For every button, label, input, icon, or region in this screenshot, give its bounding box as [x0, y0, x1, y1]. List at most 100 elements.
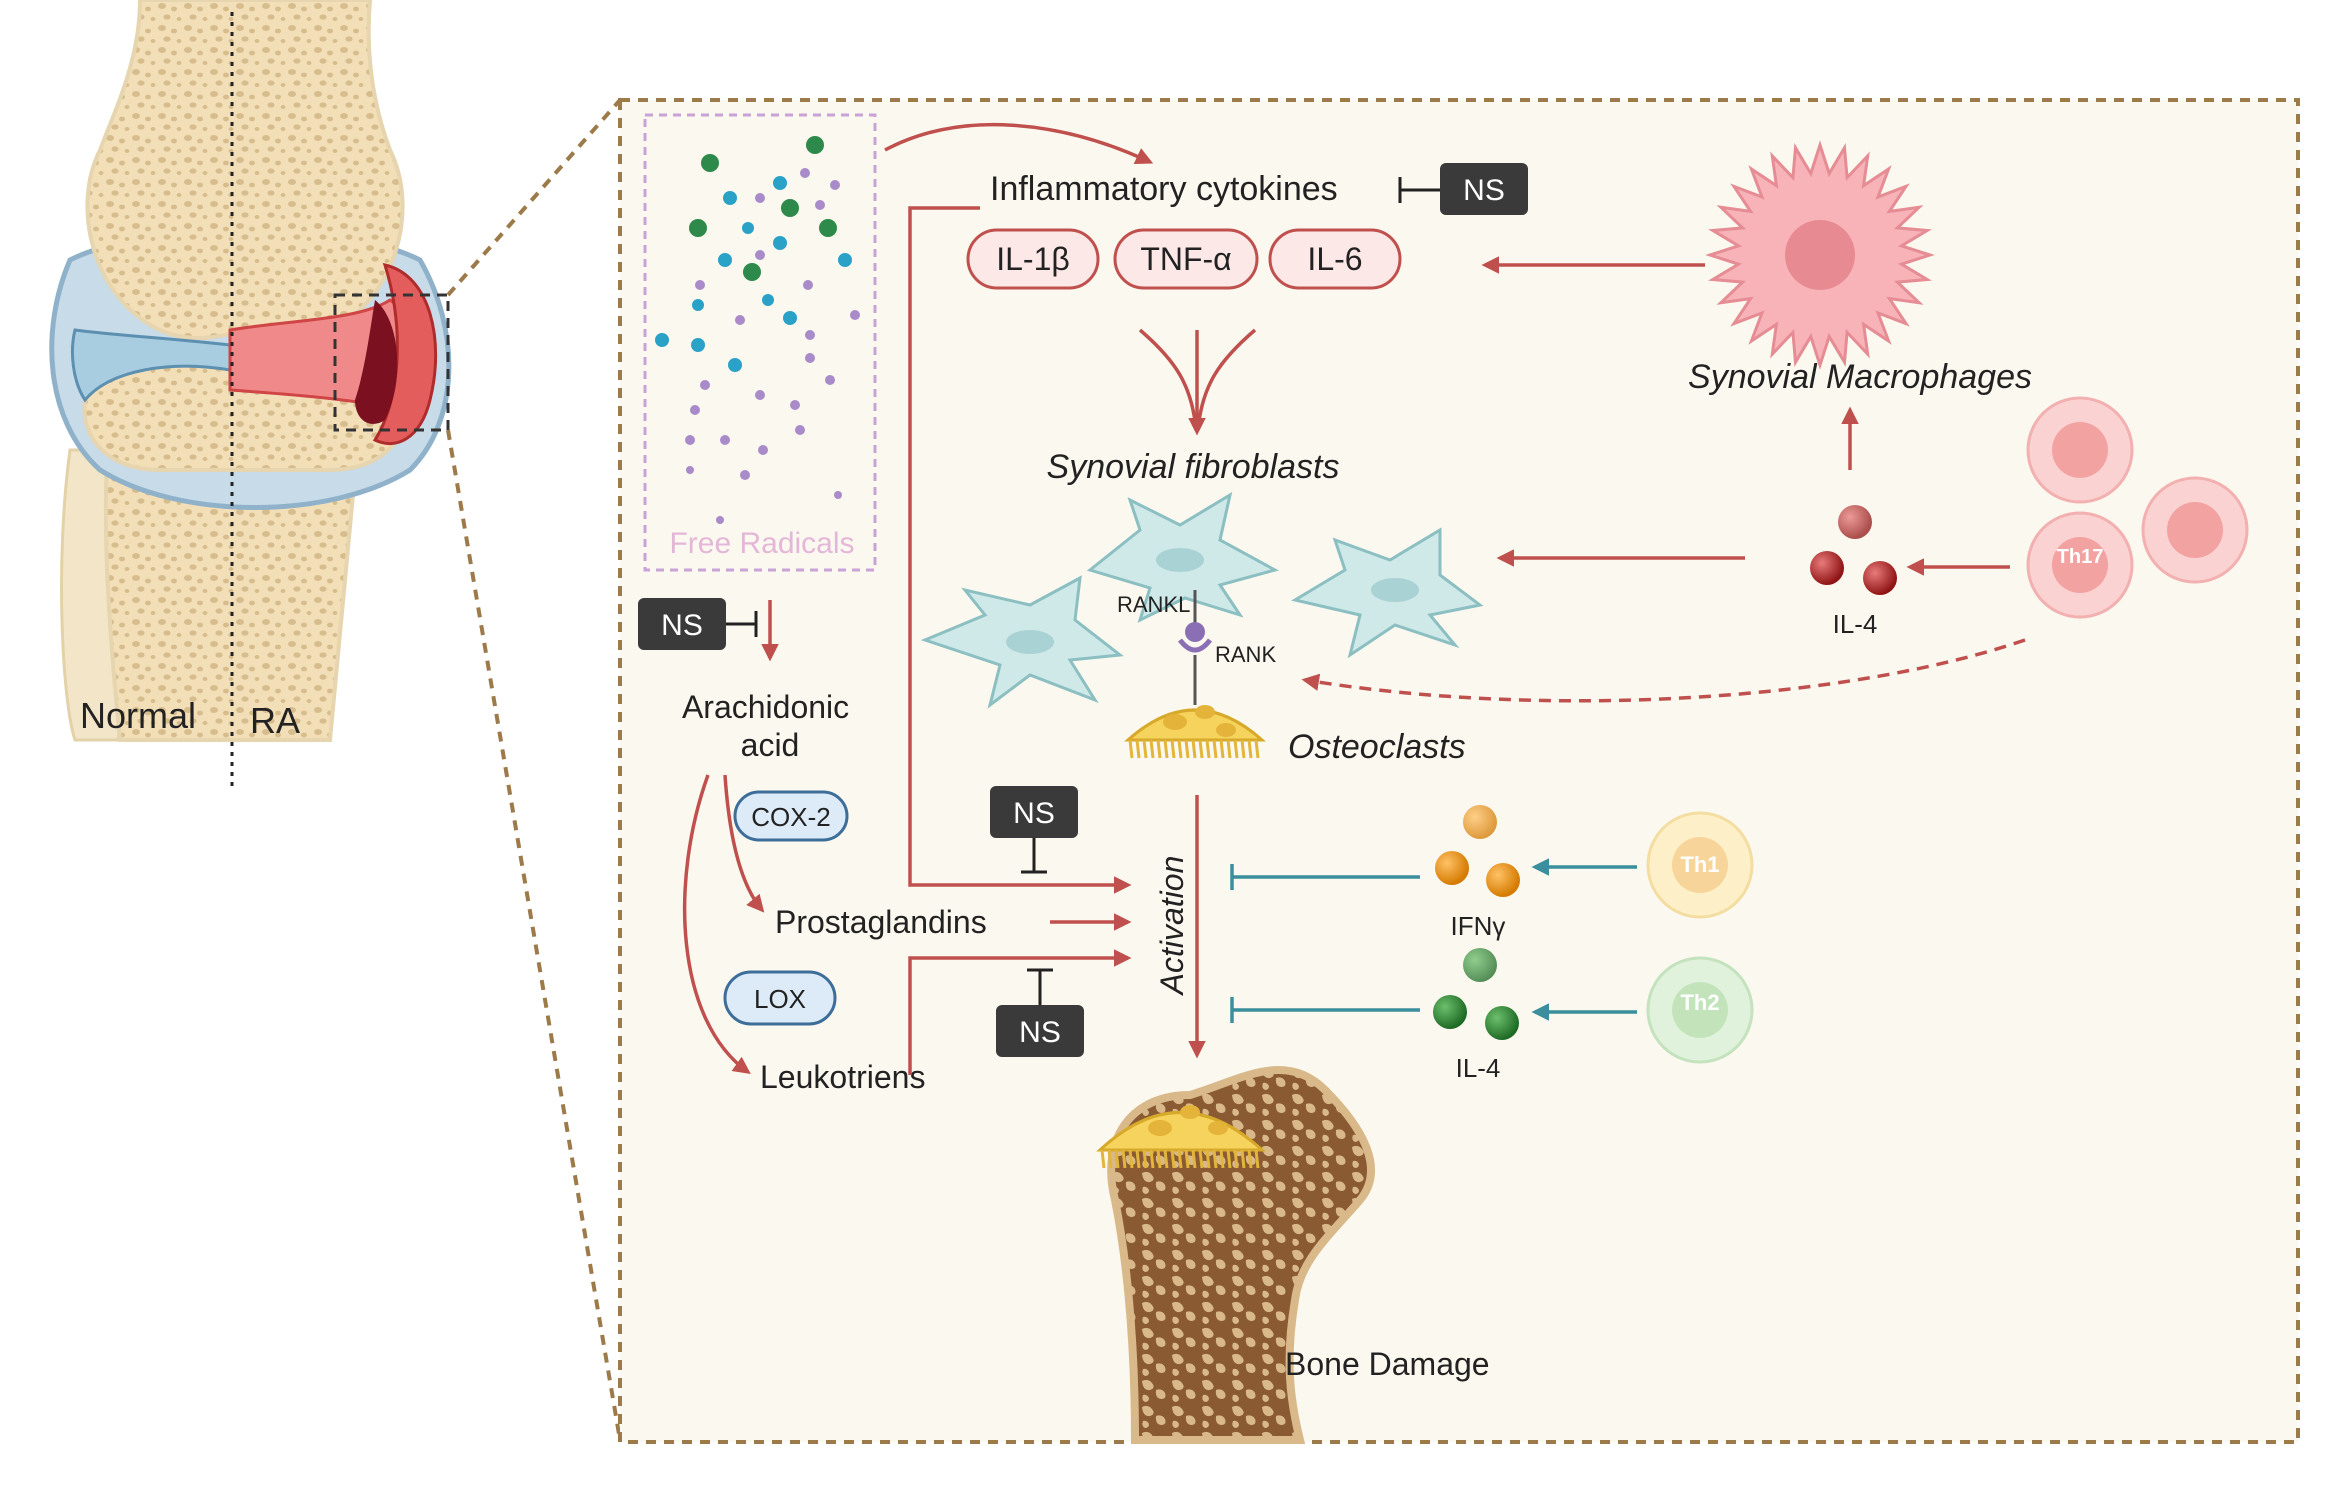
cox2-label: COX-2 [751, 802, 830, 832]
ra-label: RA [250, 700, 300, 741]
ifng-molecules [1435, 805, 1520, 897]
free-radical-dot [689, 219, 707, 237]
osteoclast-ruffle [1205, 1149, 1211, 1169]
th17-label: Th17 [2057, 546, 2104, 568]
arachidonic-acid-label: Arachidonic acid [682, 689, 858, 763]
osteoclast-ruffle [1240, 1149, 1246, 1169]
osteoclast-ruffle [1177, 739, 1183, 759]
osteoclast-ruffle [1233, 1149, 1239, 1169]
ifng-label: IFNγ [1451, 911, 1506, 941]
osteoclast-ruffle [1247, 739, 1253, 759]
prostaglandins-label: Prostaglandins [775, 904, 987, 940]
osteoclast-ruffle [1149, 739, 1155, 759]
bone-damage-label: Bone Damage [1285, 1346, 1490, 1382]
free-radical-dot [758, 445, 768, 455]
free-radical-dot [686, 466, 694, 474]
free-radical-dot [805, 353, 815, 363]
free-radical-dot [755, 193, 765, 203]
free-radical-dot [755, 250, 765, 260]
osteoclast-ruffle [1254, 1149, 1260, 1169]
osteoclast-ruffle [1226, 739, 1232, 759]
osteoclast-ruffle [1163, 739, 1169, 759]
osteoclast-ruffle [1149, 1149, 1155, 1169]
free-radical-dot [790, 400, 800, 410]
osteoclast-ruffle [1156, 1149, 1162, 1169]
osteoclast-ruffle [1198, 739, 1204, 759]
th2-label: Th2 [1680, 990, 1719, 1015]
arrow-aa-to-prostaglandins [723, 774, 765, 913]
free-radical-dot [718, 253, 732, 267]
rankl-label: RANKL [1117, 592, 1190, 617]
osteoclast-ruffle [1107, 1149, 1113, 1169]
free-radical-dot [755, 390, 765, 400]
free-radical-dot [692, 299, 704, 311]
osteoclast-ruffle [1142, 739, 1148, 759]
free-radical-dot [690, 405, 700, 415]
osteoclast-ruffle [1233, 739, 1239, 759]
fibroblast-cell-right [1291, 527, 1484, 659]
cytokine-pill-il6: IL-6 [1268, 228, 1402, 290]
osteoclast-ruffle [1177, 1149, 1183, 1169]
synovial-fibroblasts-label: Synovial fibroblasts [1047, 448, 1340, 486]
arrow-radicals-to-cytokines [884, 123, 1154, 165]
osteoclasts-label: Osteoclasts [1288, 728, 1466, 766]
il4-upper-label: IL-4 [1833, 609, 1878, 639]
th1-cell: Th1 [1646, 811, 1754, 919]
arrow-th17-to-osteoclast [1301, 638, 2026, 703]
free-radical-dot [716, 516, 724, 524]
osteoclast-ruffle [1170, 1149, 1176, 1169]
free-radical-dot [781, 199, 799, 217]
osteoclast-ruffle [1191, 1149, 1197, 1169]
osteoclast-ruffle [1226, 1149, 1232, 1169]
arrow-leukotriens-to-activation [908, 949, 1132, 1075]
damaged-bone [1096, 1066, 1375, 1444]
osteoclast-ruffle [1184, 1149, 1190, 1169]
knee-joint-illustration [49, 0, 452, 742]
lox-enzyme-pill: LOX [723, 970, 837, 1026]
free-radical-dot [720, 435, 730, 445]
osteoclast-ruffle [1240, 739, 1246, 759]
free-radical-dot [691, 338, 705, 352]
fibroblast-cell-center [1086, 491, 1279, 623]
free-radical-dot [819, 219, 837, 237]
th17-cell-cluster: Th17 [2026, 396, 2249, 619]
free-radical-dot [655, 333, 669, 347]
fibroblast-cell-left [920, 575, 1124, 709]
osteoclast-ruffle [1212, 1149, 1218, 1169]
osteoclast-ruffle [1135, 1149, 1141, 1169]
arrow-cytokines-to-activation [908, 206, 1132, 894]
free-radical-dot [735, 315, 745, 325]
inhibitor-activation-top: NS [990, 786, 1078, 874]
osteoclast-ruffle [1170, 739, 1176, 759]
osteoclast-ruffle [1205, 739, 1211, 759]
osteoclast-ruffle [1191, 739, 1197, 759]
il4-lower-molecules [1433, 948, 1519, 1040]
free-radical-dot [800, 168, 810, 178]
osteoclast-ruffle [1128, 739, 1134, 759]
free-radical-dot [850, 310, 860, 320]
osteoclast-ruffle [1198, 1149, 1204, 1169]
free-radicals-box: Free Radicals [643, 113, 877, 572]
free-radical-dot [685, 435, 695, 445]
free-radical-dot [701, 154, 719, 172]
th2-cell: Th2 [1646, 956, 1754, 1064]
osteoclast-ruffle [1128, 1149, 1134, 1169]
converging-arrows [1138, 328, 1257, 436]
ns-label: NS [1013, 797, 1055, 830]
synovial-macrophage-cell [1705, 140, 1935, 370]
cytokine-label: IL-6 [1307, 241, 1362, 277]
cytokine-label: TNF-α [1140, 241, 1231, 277]
free-radicals-label: Free Radicals [669, 527, 854, 560]
rankl-rank-receptor [1185, 622, 1205, 642]
osteoclast-ruffle [1135, 739, 1141, 759]
free-radical-dot [805, 330, 815, 340]
osteoclast-ruffle [1100, 1149, 1106, 1169]
osteoclast-ruffle [1114, 1149, 1120, 1169]
free-radical-dot [838, 253, 852, 267]
zoom-connector-top [446, 98, 622, 297]
cytokine-pill-tnfa: TNF-α [1113, 228, 1259, 290]
cytokine-pill-il1b: IL-1β [966, 228, 1100, 290]
free-radical-dot [728, 358, 742, 372]
activation-label: Activation [1154, 856, 1190, 997]
arrow-aa-to-leukotriens [682, 774, 751, 1075]
